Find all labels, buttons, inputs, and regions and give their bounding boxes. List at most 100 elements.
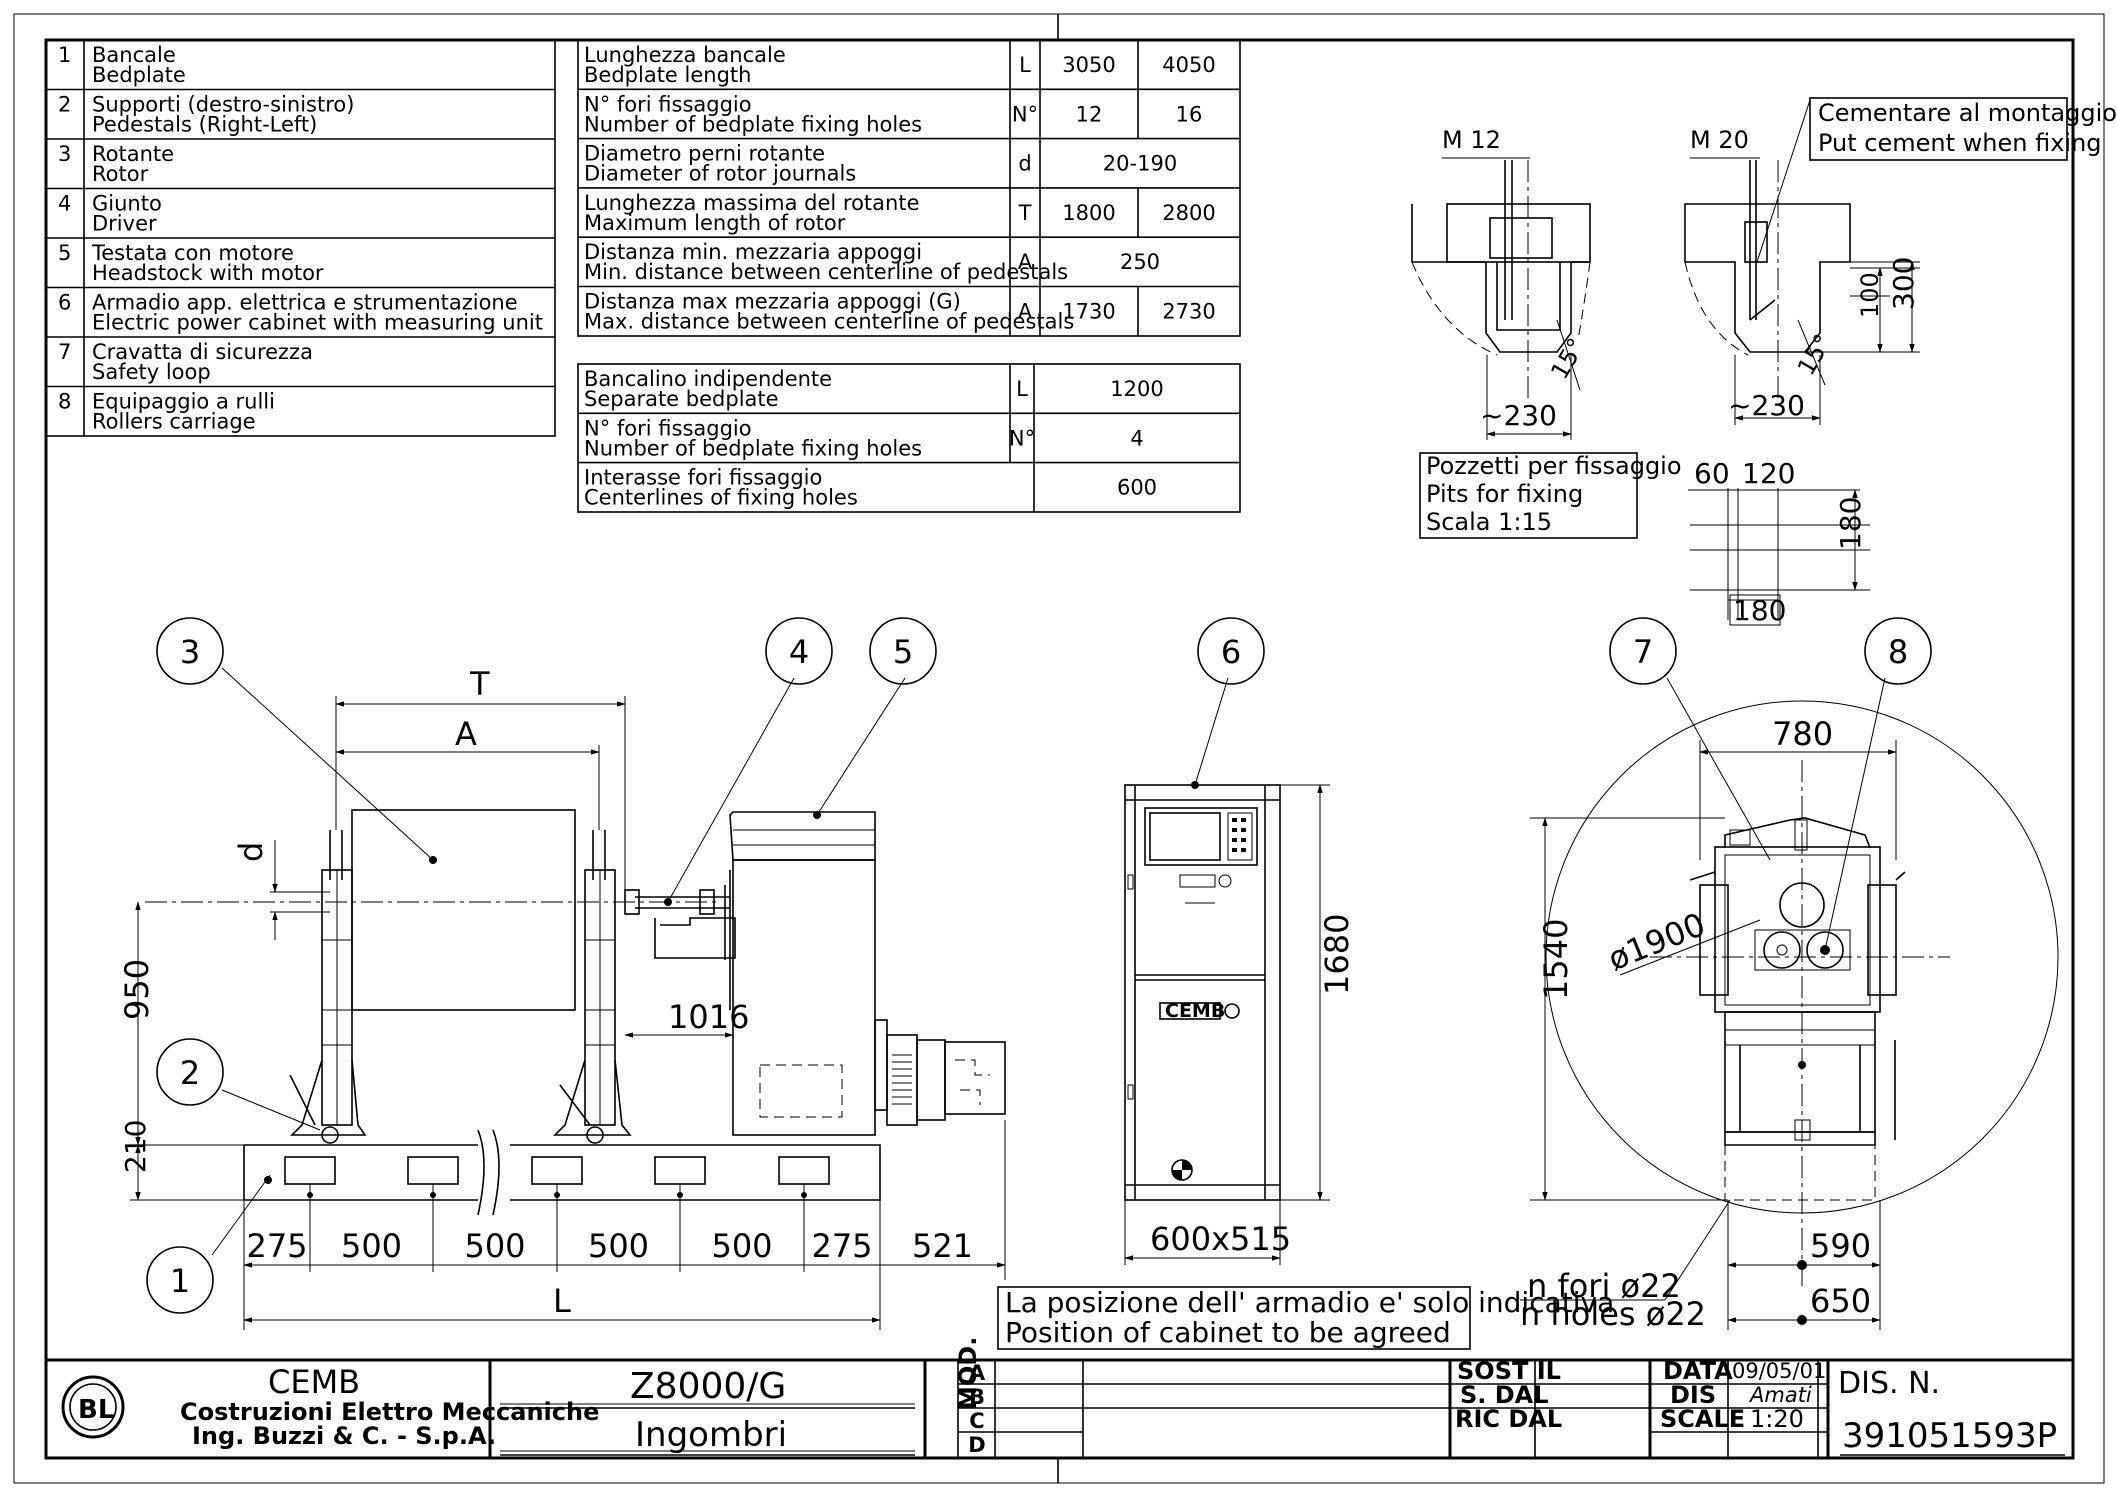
rev-letter: D: [968, 1433, 985, 1457]
svg-text:180: 180: [1733, 594, 1786, 627]
spec-sym: d: [1018, 152, 1031, 176]
spec-en: Number of bedplate fixing holes: [584, 112, 922, 136]
legend-en: Bedplate: [92, 63, 186, 87]
bed-dim: 275: [811, 1227, 872, 1265]
svg-text:RIC DAL: RIC DAL: [1455, 1405, 1562, 1433]
svg-text:L: L: [553, 1282, 571, 1320]
right-pedestal: [553, 830, 632, 1144]
svg-text:DIS: DIS: [1670, 1381, 1716, 1409]
svg-text:1016: 1016: [668, 998, 749, 1036]
balloon-label: 1: [170, 1262, 190, 1300]
legend-num: 8: [58, 390, 71, 414]
balloon-1: [146, 1246, 214, 1314]
balloon-8: [1864, 617, 1932, 685]
balloon-label: 3: [180, 633, 200, 671]
svg-text:Put cement when fixing: Put cement when fixing: [1818, 129, 2102, 157]
company-logo: [61, 1375, 125, 1439]
legend-num: 7: [58, 340, 71, 364]
svg-text:15°: 15°: [1792, 329, 1838, 380]
sep-sym: N°: [1009, 426, 1035, 450]
svg-text:DATA: DATA: [1663, 1357, 1733, 1385]
balloon-4: [765, 617, 833, 685]
pits-label-box: Pozzetti per fissaggio Pits for fixing S…: [1419, 452, 1682, 539]
bed-dim: 521: [912, 1227, 973, 1265]
spec-sym: N°: [1012, 102, 1038, 126]
spec-en: Maximum length of rotor: [584, 211, 846, 235]
sep-en: Number of bedplate fixing holes: [584, 436, 922, 460]
sep-it: N° fori fissaggio: [584, 416, 752, 440]
legend-it: Equipaggio a rulli: [92, 390, 275, 414]
legend-it: Cravatta di sicurezza: [92, 340, 313, 364]
driver-joint: [624, 889, 736, 959]
svg-text:Costruzioni Elettro Meccaniche: Costruzioni Elettro Meccaniche: [180, 1398, 599, 1426]
legend-it: Supporti (destro-sinistro): [92, 93, 354, 117]
svg-text:300: 300: [1887, 257, 1920, 310]
svg-text:1540: 1540: [1537, 919, 1575, 1000]
end-view-roller-carriage: 780 ø1900 1540 590 650 n fori ø22 n hole…: [1520, 700, 2059, 1333]
spec-it: Distanza min. mezzaria appoggi: [584, 240, 922, 264]
legend-en: Electric power cabinet with measuring un…: [92, 311, 543, 335]
svg-text:Ing. Buzzi & C. - S.p.A.: Ing. Buzzi & C. - S.p.A.: [192, 1422, 496, 1450]
spec-it: N° fori fissaggio: [584, 92, 752, 116]
spec-v1: 20-190: [1103, 152, 1177, 176]
sep-v: 600: [1117, 476, 1157, 500]
spec-v1: 250: [1120, 250, 1160, 274]
svg-text:600x515: 600x515: [1150, 1220, 1291, 1258]
balloon-2: [156, 1038, 224, 1106]
svg-text:SOST IL: SOST IL: [1457, 1357, 1561, 1385]
balloon-7: [1609, 617, 1677, 685]
rotor: [351, 809, 576, 1011]
svg-text:210: 210: [119, 1120, 152, 1173]
spec-en: Max. distance between centerline of pede…: [584, 310, 1074, 334]
svg-text:780: 780: [1772, 715, 1833, 753]
spec-sym: L: [1019, 53, 1031, 77]
sep-it: Bancalino indipendente: [584, 367, 832, 391]
svg-text:15°: 15°: [1545, 333, 1591, 384]
svg-text:ø1900: ø1900: [1603, 905, 1711, 978]
svg-text:60: 60: [1694, 457, 1730, 490]
legend-num: 6: [58, 291, 71, 315]
spec-en: Min. distance between centerline of pede…: [584, 260, 1068, 284]
legend-en: Headstock with motor: [92, 261, 324, 285]
headstock-with-motor: [724, 811, 1006, 1136]
svg-text:180: 180: [1834, 497, 1867, 550]
svg-text:~230: ~230: [1480, 399, 1557, 432]
balloon-label: 8: [1888, 633, 1908, 671]
svg-text:T: T: [469, 665, 490, 703]
model-name: Z8000/G: [630, 1366, 786, 1407]
cabinet-position-note: La posizione dell' armadio e' solo indic…: [997, 1286, 1614, 1350]
svg-text:Scala 1:15: Scala 1:15: [1426, 508, 1552, 536]
svg-text:1680: 1680: [1318, 914, 1356, 995]
spec-it: Lunghezza bancale: [584, 43, 786, 67]
balloon-label: 2: [180, 1054, 200, 1092]
cabinet-logo: CEMB: [1165, 1000, 1225, 1022]
svg-text:650: 650: [1810, 1282, 1871, 1320]
svg-text:d: d: [232, 842, 270, 862]
spec-v2: 2800: [1162, 201, 1215, 225]
spec-it: Lunghezza massima del rotante: [584, 191, 920, 215]
bed-dim: 500: [588, 1227, 649, 1265]
spec-en: Bedplate length: [584, 63, 751, 87]
svg-text:M 20: M 20: [1690, 126, 1749, 154]
spec-it: Diametro perni rotante: [584, 142, 825, 166]
balloon-label: 5: [893, 633, 913, 671]
svg-text:1:20: 1:20: [1750, 1405, 1804, 1433]
balloon-6: [1197, 617, 1265, 685]
svg-text:Cementare al montaggio: Cementare al montaggio: [1818, 99, 2117, 127]
spec-v1: 12: [1076, 102, 1103, 126]
svg-text:MOD.: MOD.: [954, 1337, 982, 1410]
bed-dim: 500: [341, 1227, 402, 1265]
legend-en: Rotor: [92, 162, 149, 186]
svg-text:~230: ~230: [1728, 389, 1805, 422]
electric-cabinet: CEMB 1680 600x515: [1124, 781, 1356, 1265]
spec-sym: A: [1018, 250, 1033, 274]
svg-text:DIS. N.: DIS. N.: [1838, 1366, 1940, 1401]
legend-num: 5: [58, 241, 71, 265]
spec-sym: A: [1018, 300, 1033, 324]
spec-v1: 1800: [1062, 201, 1115, 225]
spec-sym: T: [1018, 201, 1032, 225]
